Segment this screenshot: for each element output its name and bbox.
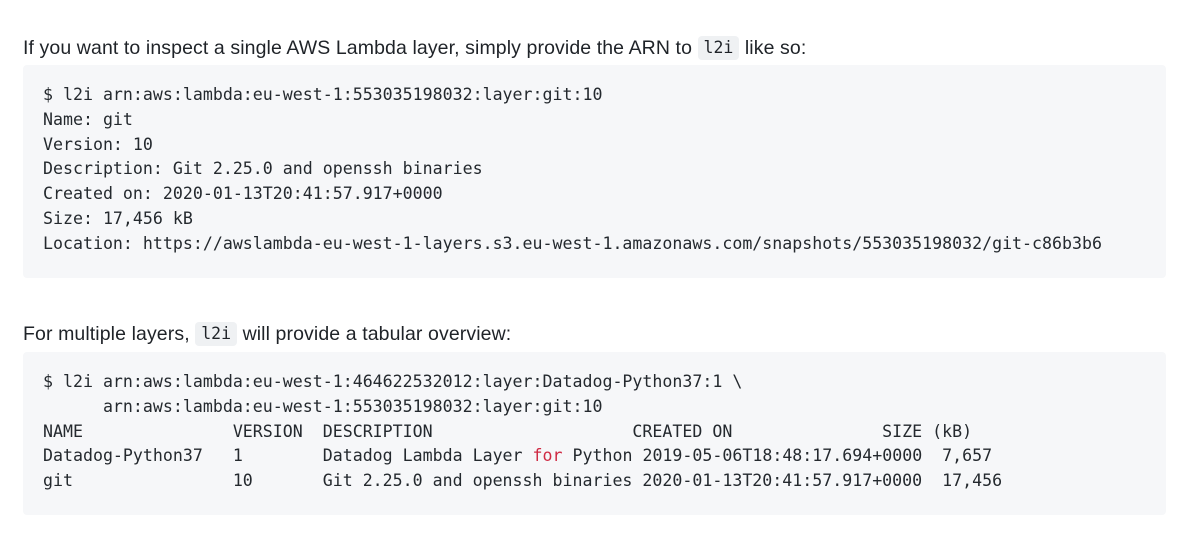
paragraph-2-text-after: will provide a tabular overview:: [237, 322, 512, 345]
code-line-command: $ l2i arn:aws:lambda:eu-west-1:553035198…: [43, 85, 603, 104]
table-row-keyword-for: for: [532, 446, 563, 466]
code-block-single-layer[interactable]: $ l2i arn:aws:lambda:eu-west-1:553035198…: [23, 65, 1166, 278]
inline-code-l2i: l2i: [697, 35, 740, 60]
code-line-created-on: Created on: 2020-01-13T20:41:57.917+0000: [43, 184, 443, 204]
paragraph-2-text-before: For multiple layers,: [23, 322, 196, 345]
inline-code-l2i: l2i: [195, 321, 238, 346]
code-line-size: Size: 17,456 kB: [43, 208, 193, 228]
code-line-command-part-1: $ l2i arn:aws:lambda:eu-west-1:464622532…: [43, 372, 743, 391]
table-header-row: NAME VERSION DESCRIPTION CREATED ON SIZE…: [43, 421, 973, 441]
paragraph-1-text-before: If you want to inspect a single AWS Lamb…: [23, 36, 698, 59]
table-row-prefix: Datadog-Python37 1 Datadog Lambda Layer: [43, 446, 533, 466]
table-row-middle: Python: [562, 446, 643, 466]
code-block-multiple-layers[interactable]: $ l2i arn:aws:lambda:eu-west-1:464622532…: [23, 352, 1166, 515]
code-line-location: Location: https://awslambda-eu-west-1-la…: [43, 233, 1102, 253]
code-line-command-part-2: arn:aws:lambda:eu-west-1:553035198032:la…: [43, 396, 603, 416]
code-line-version: Version: 10: [43, 134, 153, 154]
paragraph-multiple-layers: For multiple layers, l2i will provide a …: [23, 320, 511, 349]
code-line-name: Name: git: [43, 109, 133, 129]
table-row: Datadog-Python37 1 Datadog Lambda Layer …: [23, 444, 1166, 469]
paragraph-single-layer: If you want to inspect a single AWS Lamb…: [23, 34, 806, 63]
code-line-description: Description: Git 2.25.0 and openssh bina…: [43, 159, 483, 179]
paragraph-1-text-after: like so:: [739, 36, 807, 59]
table-row-suffix: 2019-05-06T18:48:17.694+0000 7,657: [642, 446, 993, 466]
table-row: git 10 Git 2.25.0 and openssh binaries 2…: [43, 471, 1003, 491]
